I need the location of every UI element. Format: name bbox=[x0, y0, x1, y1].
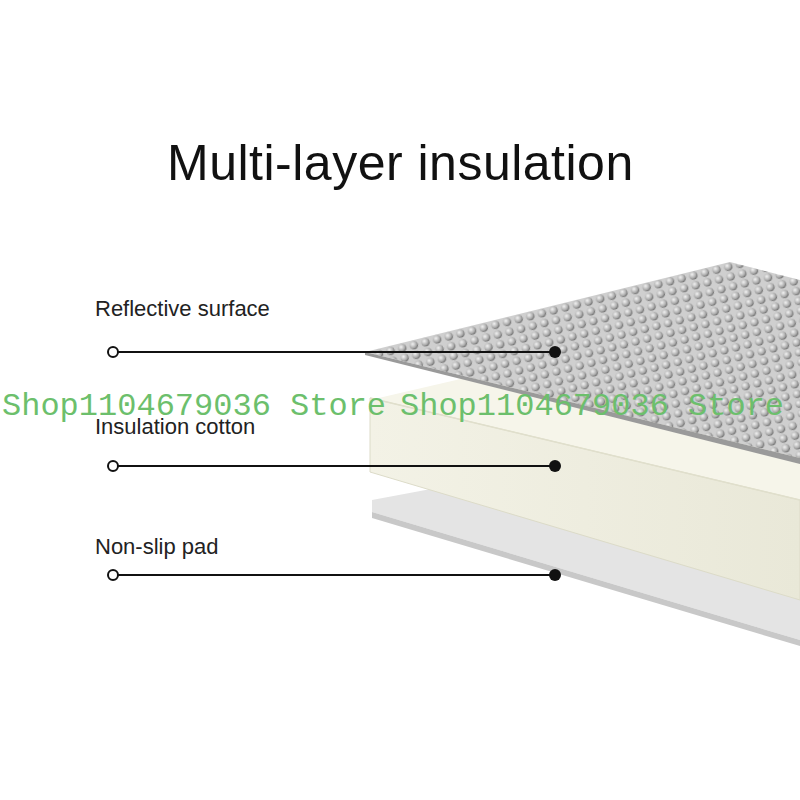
leader-start bbox=[108, 347, 118, 357]
leader-dot bbox=[549, 460, 561, 472]
part-label: Reflective surface bbox=[95, 296, 270, 322]
leader-line bbox=[118, 351, 555, 353]
watermark: Shop1104679036 Store bbox=[400, 388, 784, 425]
diagram-title: Multi-layer insulation bbox=[167, 134, 634, 192]
part-label: Non-slip pad bbox=[95, 534, 219, 560]
reflective-sheet bbox=[365, 262, 800, 458]
sheet-edge bbox=[365, 352, 800, 464]
leader-dot bbox=[549, 346, 561, 358]
watermark: Shop1104679036 Store bbox=[2, 388, 386, 425]
leader-line bbox=[118, 465, 555, 467]
leader-start bbox=[108, 461, 118, 471]
leader-start bbox=[108, 570, 118, 580]
leader-line bbox=[118, 574, 555, 576]
leader-dots bbox=[549, 346, 561, 581]
leader-dot bbox=[549, 569, 561, 581]
